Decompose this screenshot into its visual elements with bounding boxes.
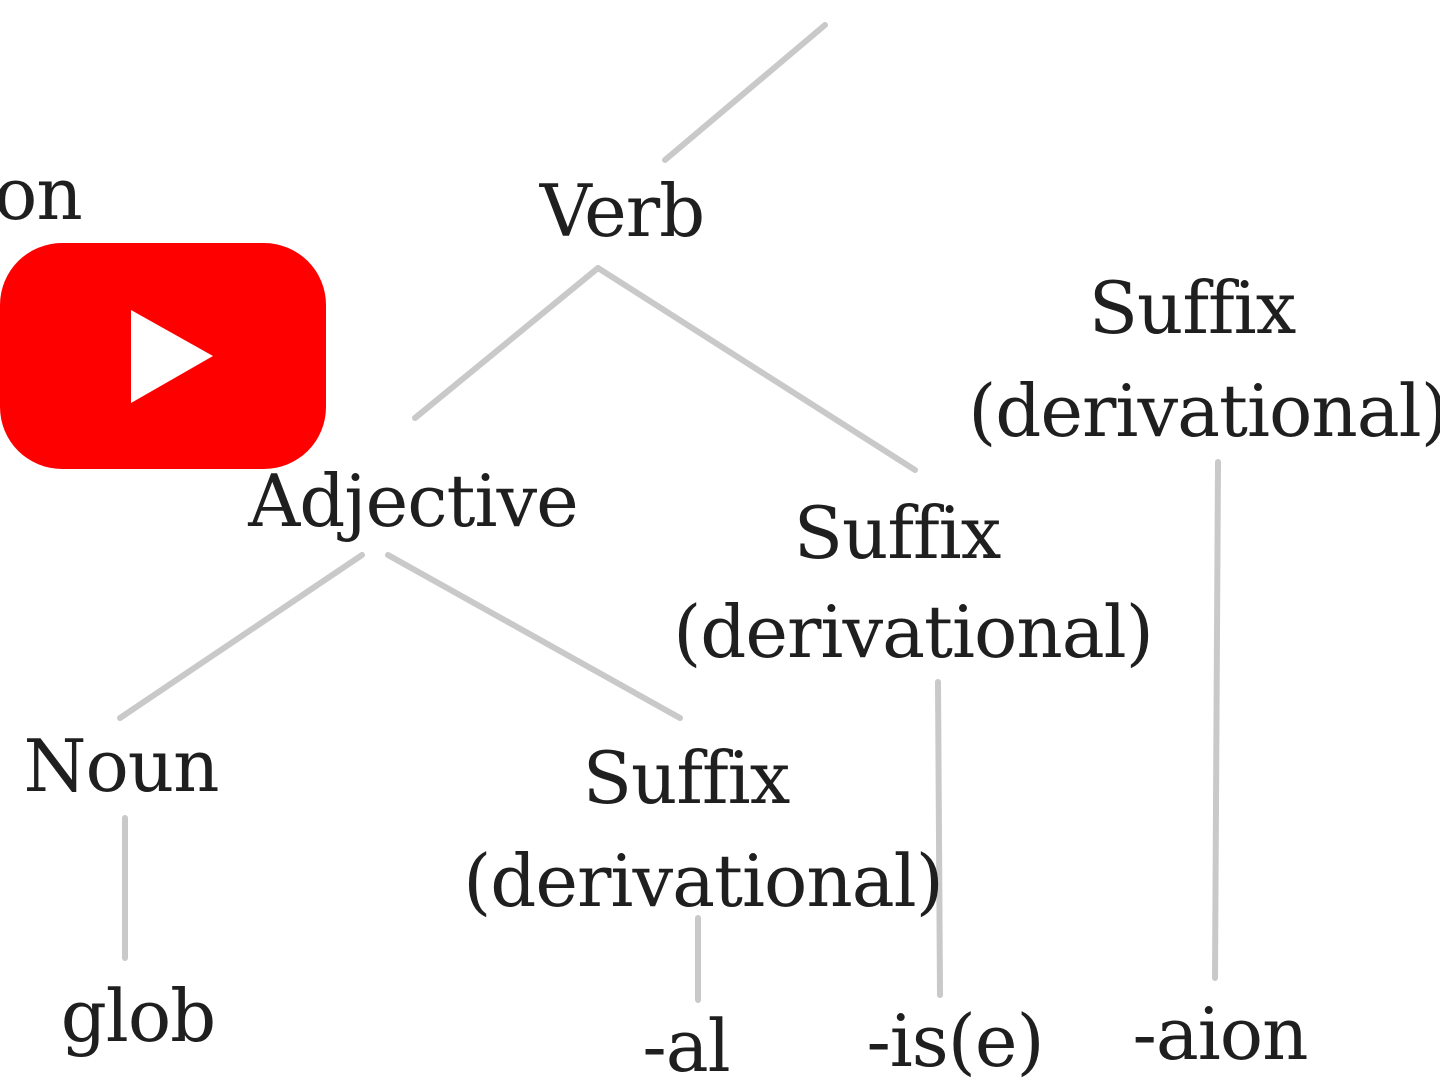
edge-adjective-noun <box>117 552 365 721</box>
morpheme-glob: glob <box>60 974 217 1058</box>
edge-suffix-ise <box>935 679 943 998</box>
suffix-node-middle-type: (derivational) <box>673 590 1154 674</box>
suffix-node-top-right: Suffix <box>1088 266 1297 350</box>
suffix-node-left: Suffix <box>582 736 791 820</box>
suffix-node-left-type: (derivational) <box>463 839 944 923</box>
adjective-node: Adjective <box>248 459 579 543</box>
suffix-node-middle: Suffix <box>793 491 1002 575</box>
morpheme-ise: -is(e) <box>866 999 1044 1083</box>
edge-adjective-suffix <box>385 552 683 721</box>
suffix-node-top-right-type: (derivational) <box>968 369 1440 453</box>
edge-root-verb <box>662 22 828 163</box>
youtube-play-icon <box>131 310 213 403</box>
youtube-play-button[interactable] <box>0 243 326 469</box>
morpheme-aion: -aion <box>1132 992 1309 1076</box>
edge-verb-adjective <box>412 265 601 421</box>
verb-node: Verb <box>539 169 706 253</box>
edge-verb-suffix <box>595 265 918 473</box>
morpheme-al: -al <box>642 1004 730 1088</box>
edge-suffix-aion <box>1212 459 1221 981</box>
partial-label: on <box>0 152 83 236</box>
noun-node: Noun <box>23 724 219 808</box>
